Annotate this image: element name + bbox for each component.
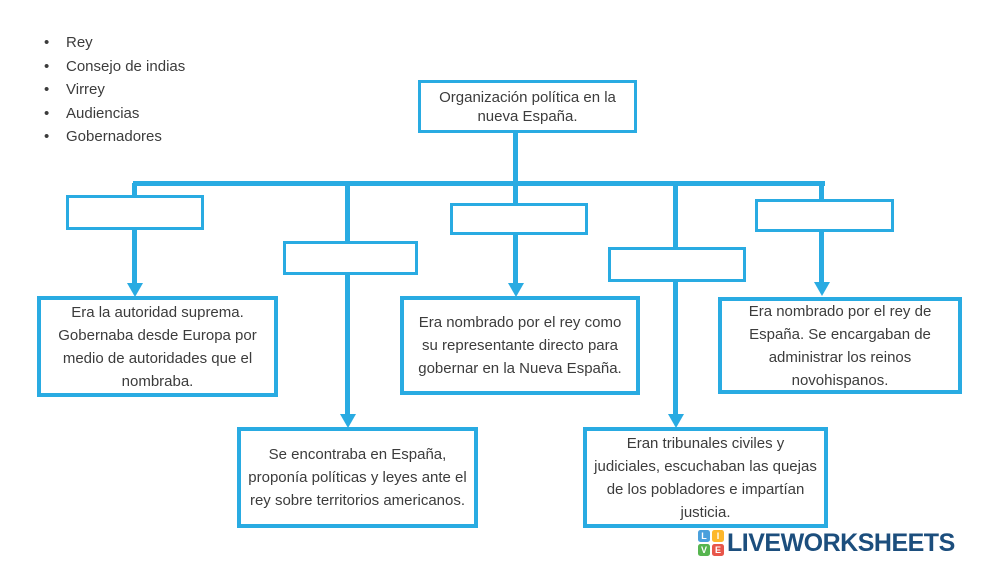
word-bank-item-consejo: Consejo de indias bbox=[42, 55, 185, 79]
connector-branch2-arrow-shaft bbox=[345, 273, 350, 416]
arrow-down-icon bbox=[668, 414, 684, 428]
answer-box-1[interactable] bbox=[66, 195, 204, 230]
connector-branch4-arrow-shaft bbox=[673, 280, 678, 416]
answer-box-2[interactable] bbox=[283, 241, 418, 275]
word-bank: Rey Consejo de indias Virrey Audiencias … bbox=[42, 31, 185, 149]
description-text-3: Era nombrado por el rey como su represen… bbox=[418, 314, 622, 377]
description-box-2: Se encontraba en España, proponía políti… bbox=[237, 427, 478, 528]
description-text-5: Era nombrado por el rey de España. Se en… bbox=[748, 302, 932, 389]
word-bank-item-virrey: Virrey bbox=[42, 78, 185, 102]
description-text-2: Se encontraba en España, proponía políti… bbox=[248, 446, 467, 509]
answer-box-4[interactable] bbox=[608, 247, 746, 282]
description-box-3: Era nombrado por el rey como su represen… bbox=[400, 296, 640, 395]
word-bank-item-rey: Rey bbox=[42, 31, 185, 55]
logo-tile-l: L bbox=[698, 530, 710, 542]
liveworksheets-logo: L I V E LIVEWORKSHEETS bbox=[698, 530, 955, 556]
arrow-down-icon bbox=[814, 282, 830, 296]
word-bank-item-audiencias: Audiencias bbox=[42, 102, 185, 126]
connector-branch4-top bbox=[673, 183, 678, 250]
description-box-4: Eran tribunales civiles y judiciales, es… bbox=[583, 427, 828, 528]
root-title-box: Organización política en la nueva España… bbox=[418, 80, 637, 133]
root-title-label: Organización política en la nueva España… bbox=[439, 88, 616, 125]
arrow-down-icon bbox=[340, 414, 356, 428]
description-box-5: Era nombrado por el rey de España. Se en… bbox=[718, 297, 962, 394]
description-text-1: Era la autoridad suprema. Gobernaba desd… bbox=[58, 303, 257, 390]
logo-tile-e: E bbox=[712, 544, 724, 556]
connector-branch5-arrow-shaft bbox=[819, 230, 824, 284]
connector-branch5-top bbox=[819, 183, 824, 202]
word-bank-item-gobernadores: Gobernadores bbox=[42, 125, 185, 149]
answer-box-5[interactable] bbox=[755, 199, 894, 232]
arrow-down-icon bbox=[127, 283, 143, 297]
logo-tile-v: V bbox=[698, 544, 710, 556]
connector-branch1-arrow-shaft bbox=[132, 228, 137, 284]
connector-root-stem bbox=[513, 133, 518, 183]
liveworksheets-grid-icon: L I V E bbox=[698, 530, 724, 556]
liveworksheets-wordmark: LIVEWORKSHEETS bbox=[727, 529, 955, 557]
description-box-1: Era la autoridad suprema. Gobernaba desd… bbox=[37, 296, 278, 397]
connector-branch1-top bbox=[132, 183, 137, 198]
answer-box-3[interactable] bbox=[450, 203, 588, 235]
connector-branch2-top bbox=[345, 183, 350, 244]
connector-trunk bbox=[133, 181, 825, 186]
description-text-4: Eran tribunales civiles y judiciales, es… bbox=[594, 434, 817, 521]
logo-tile-i: I bbox=[712, 530, 724, 542]
arrow-down-icon bbox=[508, 283, 524, 297]
